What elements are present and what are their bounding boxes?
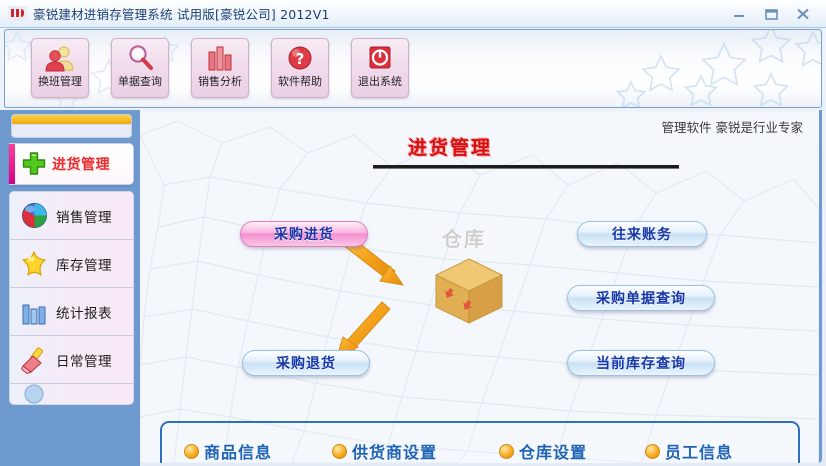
flow-node-label: 往来账务 — [612, 227, 672, 243]
svg-text:?: ? — [296, 50, 305, 68]
star-decoration-right — [615, 30, 821, 107]
sidebar-item-sales-management[interactable]: 销售管理 — [10, 192, 133, 240]
flow-node-label: 采购退货 — [276, 356, 336, 372]
bar-chart-icon — [19, 297, 49, 327]
orange-bullet-icon — [499, 443, 515, 459]
window-title: 豪锐建材进销存管理系统 试用版[豪锐公司] 2012V1 — [33, 7, 330, 22]
app-logo-icon — [8, 6, 27, 21]
sidebar-item-label: 库存管理 — [56, 257, 112, 274]
sidebar-item-daily-management[interactable]: 日常管理 — [10, 336, 133, 384]
orange-bullet-icon — [645, 443, 661, 459]
toolbar-button-shift-management[interactable]: 换班管理 — [31, 38, 89, 98]
title-bar: 豪锐建材进销存管理系统 试用版[豪锐公司] 2012V1 — [0, 0, 826, 28]
page-title: 进货管理 — [408, 137, 493, 159]
sidebar-item-label: 销售管理 — [56, 209, 112, 226]
sidebar-item-partial[interactable] — [10, 384, 133, 404]
question-mark-icon: ? — [285, 43, 315, 73]
toolbar-button-label: 单据查询 — [118, 75, 162, 88]
sidebar-item-purchase-management[interactable]: 进货管理 — [9, 143, 134, 185]
bottom-link-label: 员工信息 — [665, 443, 734, 462]
toolbar-button-label: 销售分析 — [198, 75, 242, 88]
paint-brush-icon — [19, 345, 49, 375]
slogan-text: 管理软件 豪锐是行业专家 — [661, 120, 803, 135]
bottom-link-warehouse-settings[interactable]: 仓库设置 — [499, 439, 587, 463]
minimize-button[interactable] — [730, 6, 748, 22]
sidebar-item-statistics-reports[interactable]: 统计报表 — [10, 288, 133, 336]
maximize-button[interactable] — [762, 6, 780, 22]
bottom-link-product-info[interactable]: 商品信息 — [184, 439, 272, 463]
flow-node-purchase-return[interactable]: 采购退货 — [242, 350, 370, 376]
main-content: 管理软件 豪锐是行业专家 进货管理 — [140, 113, 819, 463]
orange-bullet-icon — [332, 443, 348, 459]
bottom-links-panel: 商品信息 供货商设置 仓库设置 员工信息 — [160, 421, 800, 463]
toolbar-button-document-query[interactable]: 单据查询 — [111, 38, 169, 98]
cardboard-box-icon — [432, 253, 506, 327]
bottom-link-supplier-settings[interactable]: 供货商设置 — [332, 439, 437, 463]
flow-node-purchase-doc-query[interactable]: 采购单据查询 — [567, 285, 715, 311]
sidebar-item-label: 统计报表 — [56, 305, 112, 322]
sidebar-item-list: 销售管理 库存管理 — [9, 191, 134, 405]
magnifier-icon — [125, 43, 155, 73]
toolbar-button-label: 退出系统 — [358, 75, 402, 88]
yellow-star-icon — [19, 249, 49, 279]
partial-item-icon — [19, 384, 49, 404]
bottom-link-employee-info[interactable]: 员工信息 — [645, 439, 733, 463]
main-toolbar: 换班管理 单据查询 — [4, 29, 822, 108]
flow-node-accounts[interactable]: 往来账务 — [577, 221, 707, 247]
sidebar-top-banner — [11, 114, 132, 138]
title-divider — [373, 165, 679, 169]
bottom-link-label: 仓库设置 — [519, 443, 588, 462]
flow-node-label: 当前库存查询 — [596, 356, 686, 372]
sidebar-item-label: 日常管理 — [56, 353, 112, 370]
toolbar-button-exit-system[interactable]: 退出系统 — [351, 38, 409, 98]
pie-sphere-icon — [19, 201, 49, 231]
window-controls — [730, 6, 822, 22]
toolbar-buttons: 换班管理 单据查询 — [31, 38, 409, 98]
flow-node-purchase-in[interactable]: 采购进货 — [240, 221, 368, 247]
bottom-link-label: 供货商设置 — [352, 443, 438, 462]
flow-node-label: 采购单据查询 — [596, 291, 686, 307]
sidebar-top-banner-bar — [12, 115, 131, 125]
flow-node-current-stock-query[interactable]: 当前库存查询 — [567, 350, 715, 376]
sidebar: 进货管理 销售管理 — [0, 110, 140, 466]
bracket-connector — [512, 231, 568, 366]
flow-node-label: 采购进货 — [274, 227, 334, 243]
sidebar-item-label: 进货管理 — [52, 157, 110, 173]
toolbar-button-software-help[interactable]: ? 软件帮助 — [271, 38, 329, 98]
orange-bullet-icon — [184, 443, 199, 459]
toolbar-button-sales-analysis[interactable]: 销售分析 — [191, 38, 249, 98]
users-shift-icon — [45, 43, 75, 73]
close-button[interactable] — [794, 6, 812, 22]
sidebar-item-inventory-management[interactable]: 库存管理 — [10, 240, 133, 288]
green-plus-icon — [21, 151, 47, 177]
bar-chart-icon — [205, 43, 235, 73]
power-off-icon — [365, 43, 395, 73]
toolbar-button-label: 软件帮助 — [278, 75, 322, 88]
toolbar-button-label: 换班管理 — [38, 75, 82, 88]
bottom-link-label: 商品信息 — [204, 443, 273, 462]
warehouse-label: 仓库 — [442, 227, 486, 251]
